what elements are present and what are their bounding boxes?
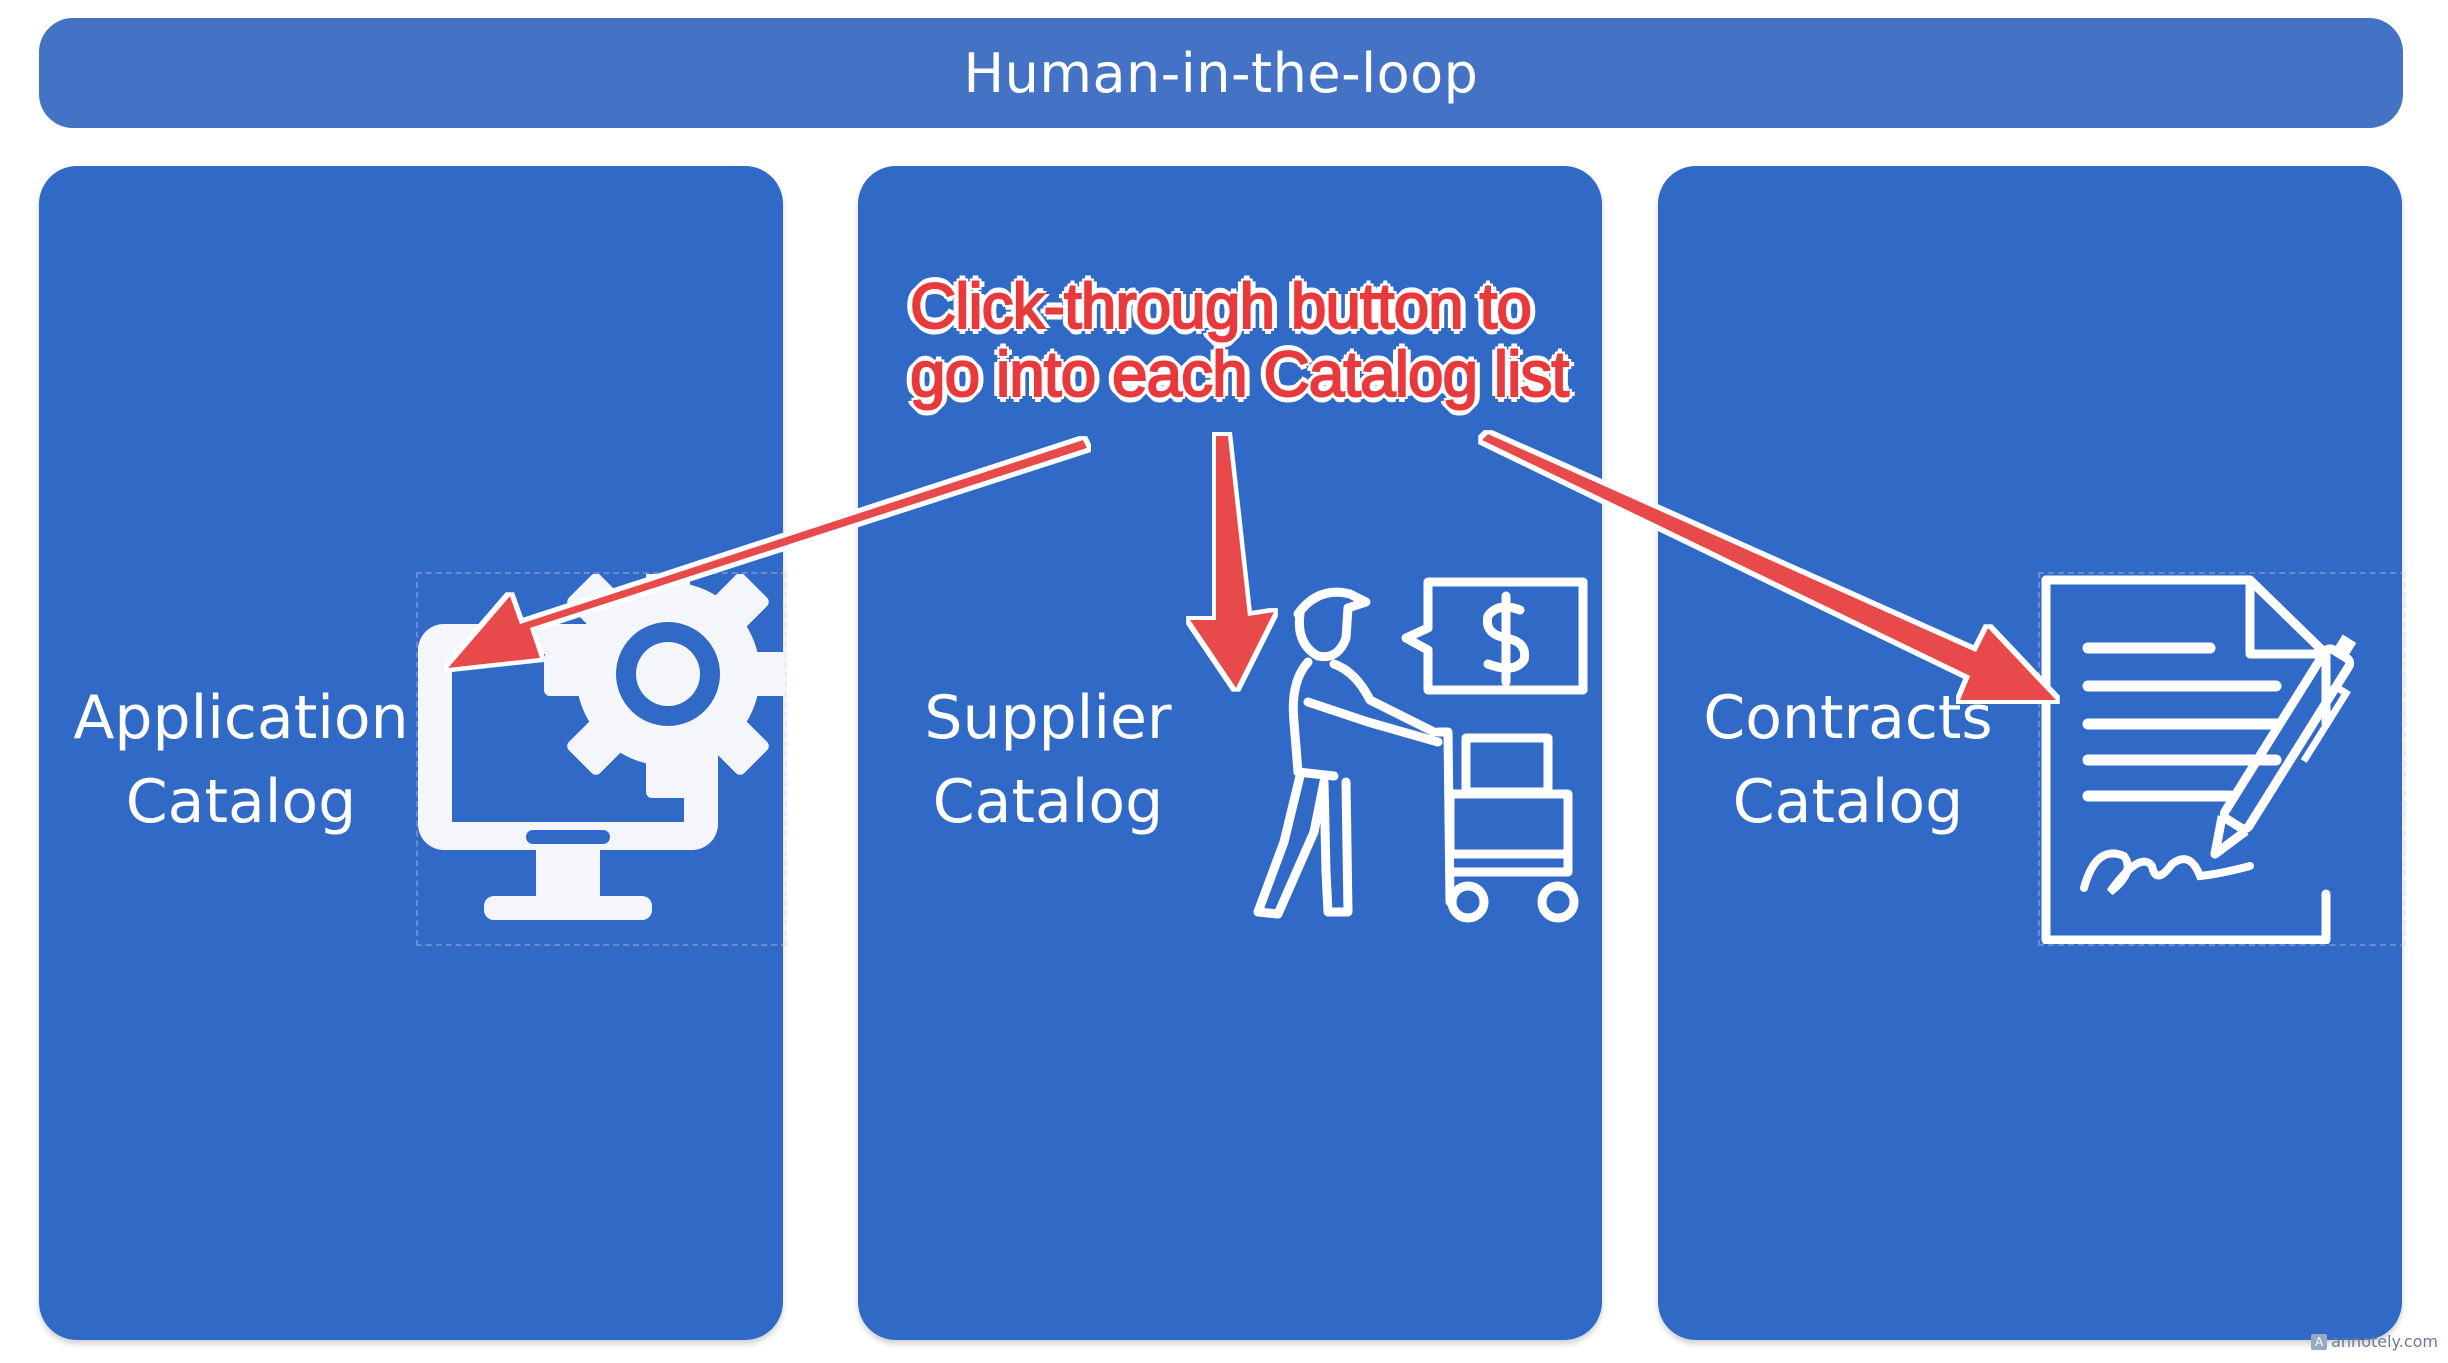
contracts-catalog-card[interactable]: Contracts Catalog [1658, 166, 2406, 1340]
application-catalog-card[interactable]: Application Catalog [39, 166, 787, 1340]
computer-gear-icon-graphic [418, 574, 785, 920]
application-catalog-label: Application Catalog [73, 683, 409, 837]
signed-contract-icon[interactable] [2038, 572, 2406, 946]
supplier-catalog-label: Supplier Catalog [924, 683, 1172, 837]
contracts-catalog-label: Contracts Catalog [1703, 683, 1993, 837]
signed-contract-icon-graphic [2041, 575, 2357, 944]
annotation-callout: Click-through button to go into each Cat… [909, 270, 1630, 410]
annotation-line-2: go into each Catalog list [909, 338, 1570, 410]
header-title: Human-in-the-loop [963, 41, 1479, 105]
computer-gear-icon[interactable] [416, 572, 787, 946]
delivery-person-cart-icon[interactable] [1238, 572, 1602, 942]
watermark: A annotely.com [2311, 1332, 2438, 1351]
annotely-logo-icon: A [2311, 1333, 2328, 1350]
watermark-text: annotely.com [2331, 1332, 2438, 1351]
header-bar: Human-in-the-loop [39, 18, 2403, 128]
annotation-line-1: Click-through button to [909, 270, 1533, 342]
delivery-person-cart-icon-graphic [1253, 577, 1588, 923]
supplier-catalog-card[interactable]: Supplier Catalog [858, 166, 1602, 1340]
